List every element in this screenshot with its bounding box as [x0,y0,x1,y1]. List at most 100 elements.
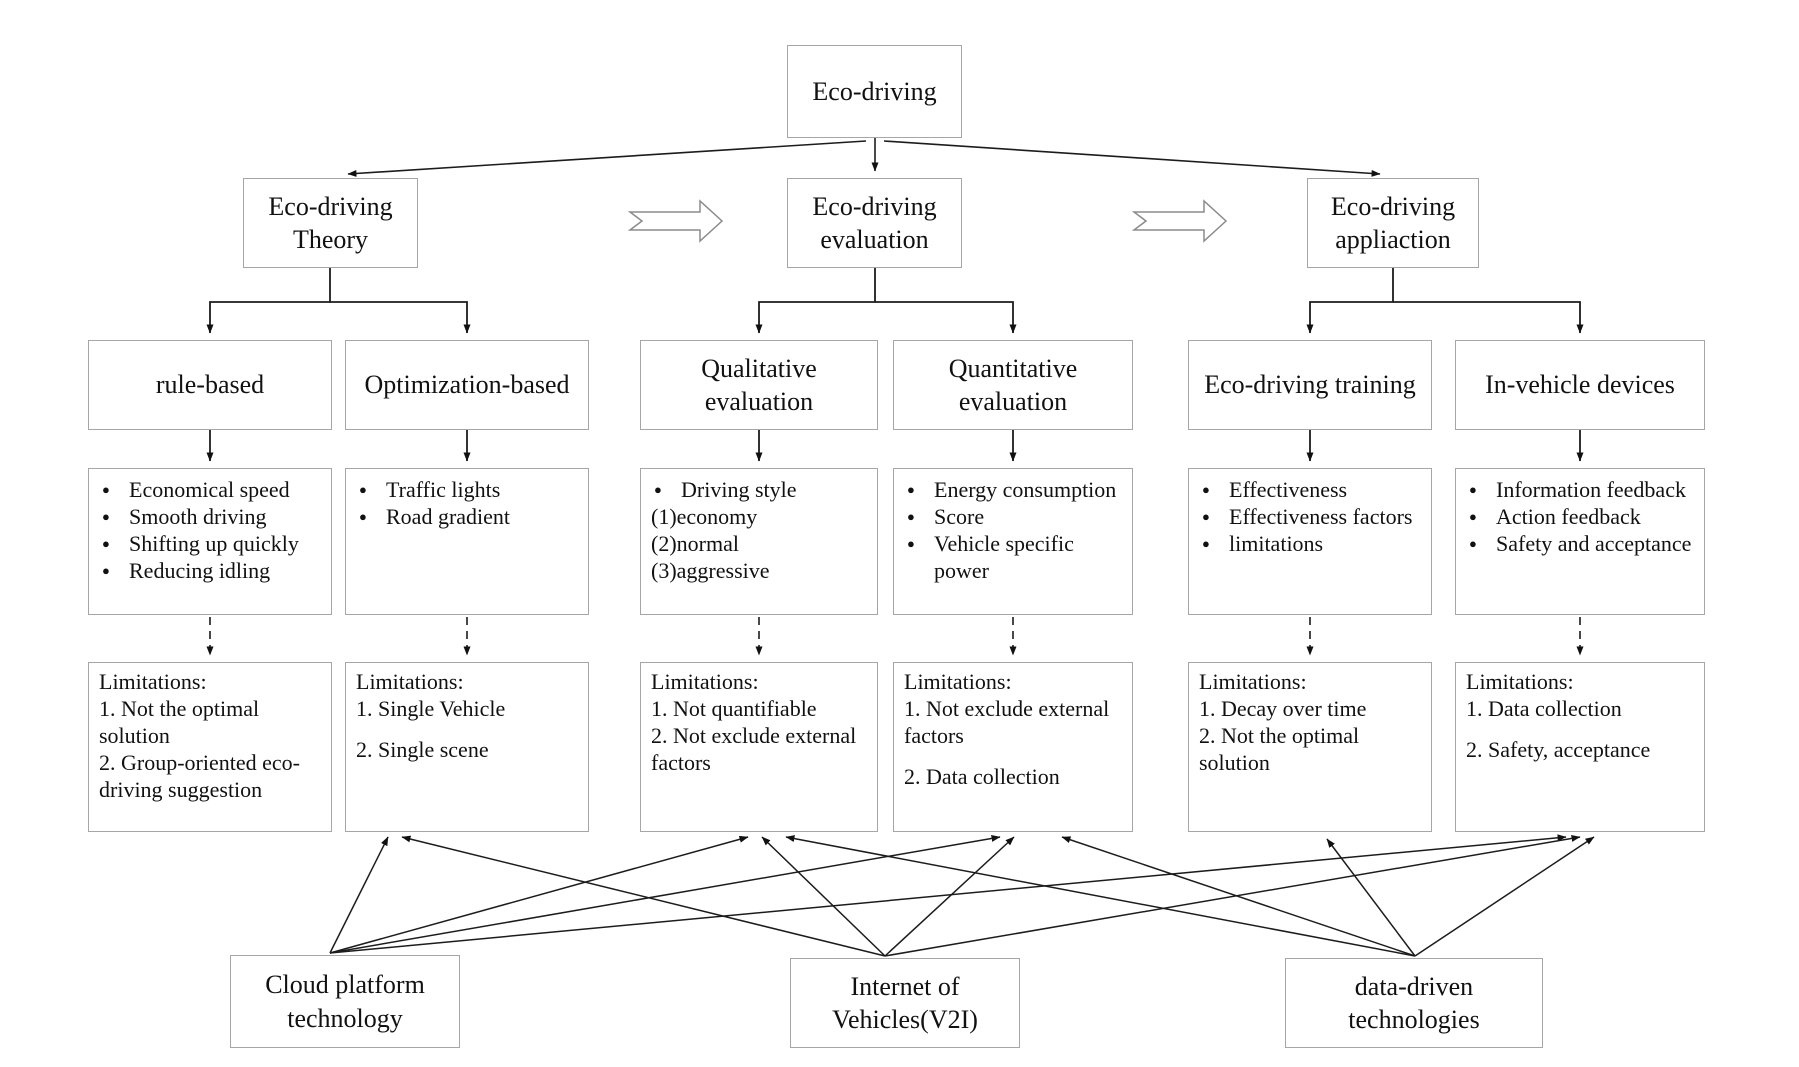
bullet-item: ● Energy consumption [904,476,1124,503]
limitation-line: Limitations: [356,669,464,694]
cloud-platform-label: Cloud platform technology [265,970,425,1033]
bullet-item: ● Effectiveness [1199,476,1423,503]
rule-based-features-box: ● Economical speed ● Smooth driving●Shiftin… [88,468,332,615]
bullet-text: Smooth driving [129,504,267,529]
quantitative-evaluation-label: Quantitative evaluation [948,353,1078,416]
bullet-text: Action feedback [1496,504,1641,529]
bullet-item: (2)normal [651,530,869,557]
limitation-gap [1466,722,1696,736]
bullet-text: Vehicle specific power [934,531,1074,583]
bullet-item: ●Shifting up quickly [99,530,323,557]
limitation-line: 1. Not the optimal solution [99,696,260,748]
data-driven-technologies-label: data-driven technologies [1348,971,1480,1034]
bullet-dot: ● [359,509,367,524]
optimization-based-features-box: ● Traffic lights ● Road gradient [345,468,589,615]
bullet-dot: ● [907,536,915,551]
bullet-item: ● Economical speed [99,476,323,503]
quantitative-evaluation-box: Quantitative evaluation [893,340,1133,430]
limitation-line: 2. Safety, acceptance [1466,737,1651,762]
optimization-based-label: Optimization-based [364,370,570,400]
eco-driving-evaluation-box: Eco-driving evaluation [787,178,962,268]
bullet-text: Effectiveness factors [1229,504,1413,529]
feature-arrows [206,430,1584,462]
limitation-line: Limitations: [651,669,759,694]
bullet-dot: ● [907,482,915,497]
quantitative-evaluation-features-box: ● Energy consumption●Score ● Vehicle specif… [893,468,1133,615]
bullet-text: Energy consumption [934,477,1117,502]
limitation-line: 1. Single Vehicle [356,696,506,721]
eco-driving-training-label: Eco-driving training [1204,370,1416,400]
bullet-item: ● Information feedback [1466,476,1696,503]
bullet-item: ● Effectiveness factors [1199,503,1423,530]
rule-based-label: rule-based [155,370,265,400]
limitation-line: 2. Not the optimal solution [1199,723,1360,775]
root-box: Eco-driving [787,45,962,138]
limitation-line: Limitations: [904,669,1012,694]
bullet-item: ● Reducing idling [99,557,323,584]
root-label: Eco-driving [812,76,937,106]
bullet-dot: ● [1202,509,1210,524]
limitation-line: Limitations: [1199,669,1307,694]
bullet-text: Economical speed [129,477,290,502]
bullet-dot: ● [102,536,110,551]
eco-driving-evaluation-label: Eco-driving evaluation [812,191,937,254]
data-driven-technologies-box: data-driven technologies [1285,958,1543,1048]
bullet-item: ●Score [904,503,1124,530]
in-vehicle-devices-box: In-vehicle devices [1455,340,1705,430]
limitation-line: 1. Decay over time [1199,696,1367,721]
eco-driving-application-box: Eco-driving appliaction [1307,178,1479,268]
bullet-dot: ● [1202,482,1210,497]
bullet-text: Traffic lights [386,477,501,502]
bullet-item: (3)aggressive [651,557,869,584]
optimization-based-box: Optimization-based [345,340,589,430]
eco-driving-theory-label: Eco-driving Theory [268,191,393,254]
eco-driving-training-features-box: ● Effectiveness ● Effectiveness factors ● lim… [1188,468,1432,615]
bullet-text: Information feedback [1496,477,1686,502]
bullet-item: ● Road gradient [356,503,580,530]
qualitative-evaluation-box: Qualitative evaluation [640,340,878,430]
bullet-text: Score [934,504,985,529]
in-vehicle-devices-label: In-vehicle devices [1485,370,1675,400]
quantitative-evaluation-limitations-box: Limitations:1. Not exclude external fact… [893,662,1133,832]
bullet-dot: ● [1469,509,1477,524]
eco-driving-training-box: Eco-driving training [1188,340,1432,430]
bullet-dot: ● [102,482,110,497]
bullet-dot: ● [102,509,110,524]
bullet-text: Reducing idling [129,558,271,583]
bullet-item: ● Vehicle specific power [904,530,1124,584]
limitation-line: Limitations: [1466,669,1574,694]
limitation-line: 2. Data collection [904,764,1060,789]
bullet-text: Road gradient [386,504,511,529]
limitation-line: 2. Group-oriented eco-driving suggestion [99,750,300,802]
bullet-item: (1)economy [651,503,869,530]
cloud-platform-box: Cloud platform technology [230,955,460,1048]
bullet-dot: ● [1469,536,1477,551]
bullet-text: Safety and acceptance [1496,531,1692,556]
qualitative-evaluation-label: Qualitative evaluation [701,353,817,416]
bullet-text: limitations [1229,531,1324,556]
root-fanout-arrows [347,138,1381,177]
in-vehicle-devices-features-box: ● Information feedback ● Action feedback ● Sa… [1455,468,1705,615]
bullet-text: (3)aggressive [651,558,770,583]
limitation-line: 1. Not exclude external factors [904,696,1110,748]
bullet-dot: ● [1469,482,1477,497]
limitation-line: Limitations: [99,669,207,694]
level2-elbow-arrows [206,268,1584,334]
bullet-dot: ● [1202,536,1210,551]
eco-driving-application-label: Eco-driving appliaction [1330,191,1456,254]
bullet-text: Effectiveness [1229,477,1348,502]
eco-driving-theory-box: Eco-driving Theory [243,178,418,268]
limitation-line: 1. Not quantifiable [651,696,817,721]
bullet-text: (1)economy [651,504,758,529]
bullet-dot: ● [102,563,110,578]
bullet-item: ● Traffic lights [356,476,580,503]
internet-of-vehicles-label: Internet of Vehicles(V2I) [832,971,978,1034]
bullet-dot: ● [359,482,367,497]
rule-based-box: rule-based [88,340,332,430]
